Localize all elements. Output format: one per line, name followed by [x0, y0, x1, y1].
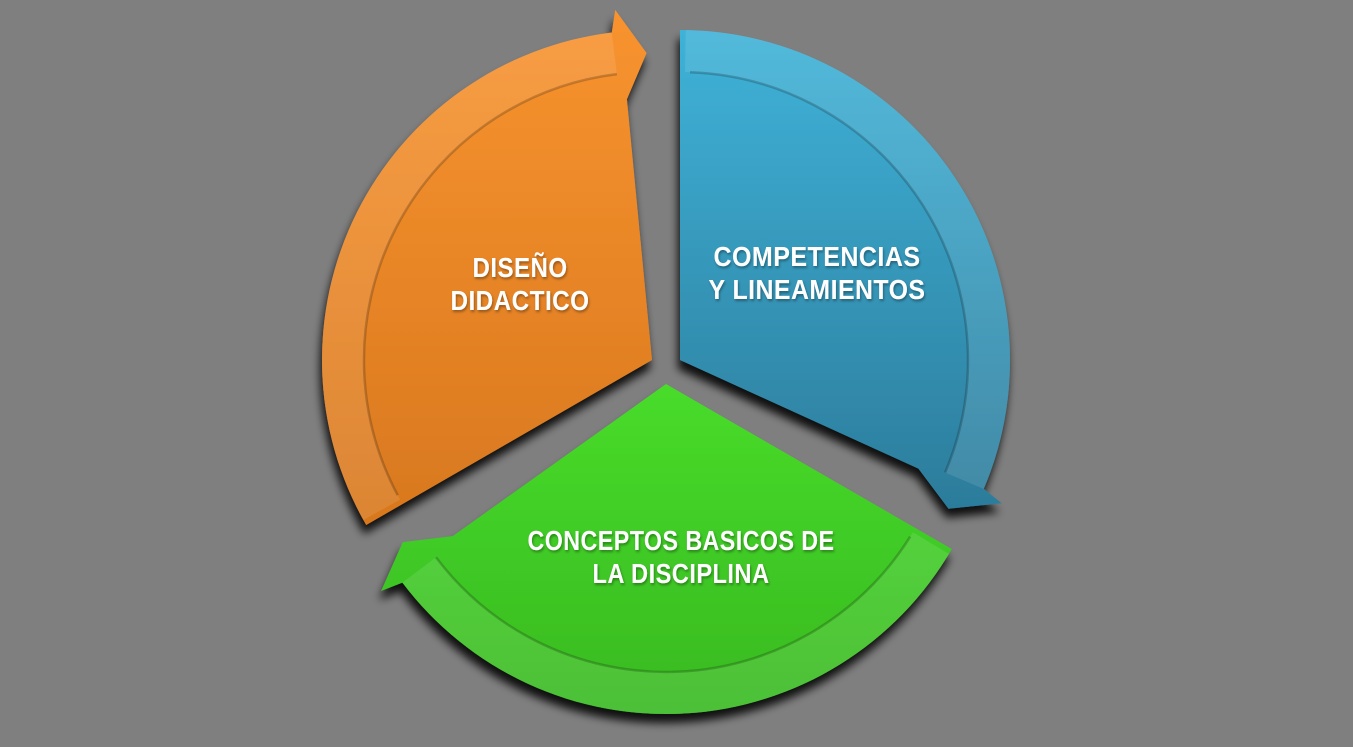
segment-label-line: CONCEPTOS BASICOS DE [528, 525, 835, 556]
segment-label-line: COMPETENCIAS [714, 241, 921, 272]
blue-arrow-wedge [680, 30, 1011, 509]
green-arrow-wedge [381, 384, 952, 715]
green-arrow-band-highlight [402, 532, 949, 715]
orange-arrow-crease-line [362, 72, 618, 496]
blue-arrow-crease-line [689, 70, 970, 473]
segment-label-line: DIDACTICO [451, 285, 590, 316]
segment-label-line: DISEÑO [473, 252, 568, 283]
segment-competencias-y-lineamientos: COMPETENCIAS Y LINEAMIENTOS [680, 30, 1011, 509]
segment-label-line: Y LINEAMIENTOS [709, 274, 926, 305]
segment-conceptos-basicos-de-la-disciplina: CONCEPTOS BASICOS DE LA DISCIPLINA [381, 384, 952, 715]
orange-arrow-band-highlight [321, 32, 617, 520]
green-arrow-crease-line [435, 535, 912, 674]
orange-arrow-wedge [322, 9, 652, 525]
blue-arrow-band-highlight [685, 30, 1010, 489]
segment-diseno-didactico: DISEÑO DIDACTICO [321, 9, 652, 525]
segment-label-line: LA DISCIPLINA [593, 558, 770, 589]
